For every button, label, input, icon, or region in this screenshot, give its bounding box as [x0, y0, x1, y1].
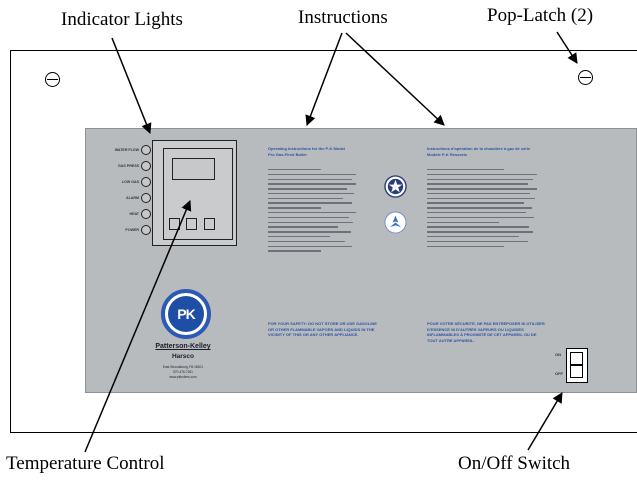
on-off-switch-callout: On/Off Switch	[458, 453, 571, 474]
brand-subname: Harsco	[171, 353, 195, 360]
safety-warning-en: FOR YOUR SAFETY: DO NOT STORE OR USE GAS…	[268, 321, 377, 337]
star-seal-icon	[384, 175, 407, 198]
leader-instructions-fr	[345, 32, 445, 126]
leader-on-off-switch	[527, 392, 563, 451]
pop-latch-icon[interactable]	[578, 70, 593, 85]
control-button[interactable]	[204, 218, 215, 230]
certification-seal-icon	[384, 211, 407, 234]
brand-phone: 570-476-7261	[173, 370, 193, 374]
indicator-light	[141, 193, 151, 203]
instructions-fr-body	[427, 169, 537, 250]
rocker-switch[interactable]	[570, 352, 583, 378]
brand-address: East Stroudsburg, PA 18301	[163, 365, 203, 369]
pk-logo: PK	[161, 289, 211, 339]
brand-name: Patterson-Kelley	[155, 343, 211, 350]
temperature-display	[172, 158, 215, 180]
indicator-label: ALARM	[126, 196, 139, 200]
indicator-label: LOW GAS	[121, 180, 139, 184]
pop-latch-icon[interactable]	[45, 72, 60, 87]
leader-temperature-control	[84, 200, 192, 453]
control-button[interactable]	[186, 218, 197, 230]
leader-instructions-en	[305, 32, 343, 126]
switch-on-mark: ON	[555, 352, 561, 357]
indicator-light	[141, 209, 151, 219]
instructions-en-body	[268, 169, 356, 255]
leader-indicator-lights	[111, 37, 152, 134]
temperature-control[interactable]	[152, 140, 237, 246]
temperature-control-callout: Temperature Control	[6, 453, 165, 474]
indicator-label: POWER	[125, 228, 139, 232]
instructions-fr-heading: Instructions d'opération de la chaudière…	[427, 146, 531, 157]
temperature-control-face	[163, 148, 233, 240]
control-button[interactable]	[169, 218, 180, 230]
on-off-switch[interactable]	[566, 348, 588, 383]
indicator-light	[141, 145, 151, 155]
switch-off-mark: OFF	[555, 371, 563, 376]
indicator-lights-callout: Indicator Lights	[61, 9, 183, 30]
safety-warning-fr: POUR VOTRE SÉCURITÉ, NE PAS ENTREPOSER N…	[427, 321, 545, 343]
instructions-en-heading: Operating Instructions for the P-K Model…	[268, 146, 346, 157]
indicator-label: GAS PRESS	[118, 164, 139, 168]
indicator-light	[141, 225, 151, 235]
indicator-light	[141, 161, 151, 171]
pk-logo-mark: PK	[168, 296, 204, 332]
indicator-label: HEAT	[129, 212, 139, 216]
indicator-light	[141, 177, 151, 187]
indicator-label: WATER FLOW	[114, 148, 139, 152]
instructions-callout: Instructions	[298, 7, 388, 28]
leader-pop-latch	[556, 31, 578, 64]
brand-website: www.pkboilers.com	[169, 375, 197, 379]
pop-latch-callout: Pop-Latch (2)	[487, 5, 594, 26]
